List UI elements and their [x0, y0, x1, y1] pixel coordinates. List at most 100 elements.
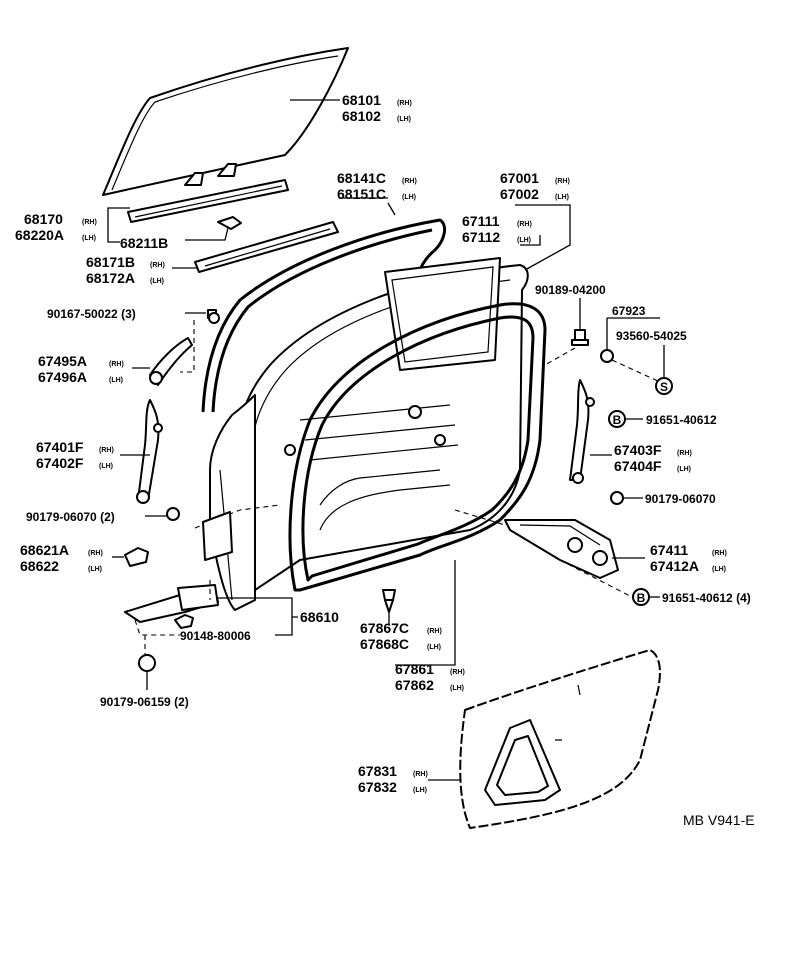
label-67111: 67111 (RH) 67112 (LH) — [462, 213, 532, 245]
cover-68621 — [124, 547, 149, 567]
window-frame-left — [136, 399, 163, 504]
label-67412a-number: 67412A — [650, 558, 699, 574]
service-hole-cover — [459, 649, 661, 829]
door-outer-skin — [209, 394, 256, 611]
label-67861-tag: (RH) — [450, 669, 465, 676]
label-67402f-number: 67402F — [36, 455, 84, 471]
label-90179-06159: 90179-06159 (2) — [100, 695, 189, 709]
label-67001-number: 67001 — [500, 170, 539, 186]
door-weatherstrip — [288, 302, 547, 592]
label-67867c-number: 67867C — [360, 620, 409, 636]
retainer-67867 — [382, 589, 396, 613]
label-90179-06070: 90179-06070 — [645, 492, 716, 506]
label-67112-number: 67112 — [462, 229, 500, 245]
label-67403f-number: 67403F — [614, 442, 662, 458]
label-68621a: 68621A (RH) 68622 (LH) — [20, 542, 103, 574]
label-67868c-tag: (LH) — [427, 644, 441, 651]
label-68151c-number: 68151C — [337, 186, 386, 202]
label-68621a-tag: (RH) — [88, 550, 103, 557]
label-68172a-number: 68172A — [86, 270, 135, 286]
label-67923: 67923 — [612, 304, 646, 318]
circle-b-marker-2: B — [632, 588, 650, 606]
label-67401f-tag: (RH) — [99, 447, 114, 454]
label-67831-tag: (RH) — [413, 771, 428, 778]
screw-90189 — [571, 329, 589, 346]
label-68170-number: 68170 — [24, 211, 63, 227]
label-91651-40612-4: 91651-40612 (4) — [662, 591, 751, 605]
label-90167-50022: 90167-50022 (3) — [47, 307, 136, 321]
label-67404f-number: 67404F — [614, 458, 662, 474]
glass-run — [201, 218, 447, 413]
label-67411-number: 67411 — [650, 542, 688, 558]
label-68101-number: 68101 — [342, 92, 381, 108]
label-67111-tag: (RH) — [517, 221, 532, 228]
label-67832-tag: (LH) — [413, 787, 427, 794]
circle-s-marker: S — [655, 377, 673, 395]
glass-channel — [127, 179, 289, 230]
label-68141c: 68141C (RH) 68151C (LH) — [337, 170, 417, 202]
label-67002-number: 67002 — [500, 186, 539, 202]
door-glass — [102, 47, 349, 196]
label-68622-tag: (LH) — [88, 566, 102, 573]
label-67495a-tag: (RH) — [109, 361, 124, 368]
label-68171b-tag: (RH) — [150, 262, 165, 269]
label-68102-tag: (LH) — [397, 116, 411, 123]
label-67404f-tag: (LH) — [677, 466, 691, 473]
nut-90179-left — [166, 507, 180, 521]
label-68141c-tag: (RH) — [402, 178, 417, 185]
label-90179-06070-2: 90179-06070 (2) — [26, 510, 115, 524]
label-68170-tag: (RH) — [82, 219, 97, 226]
door-panel — [235, 257, 529, 601]
label-68220a-number: 68220A — [15, 227, 64, 243]
label-67402f-tag: (LH) — [99, 463, 113, 470]
label-67495a: 67495A (RH) 67496A (LH) — [38, 353, 124, 385]
nut-90179-06159 — [138, 654, 156, 672]
label-67495a-number: 67495A — [38, 353, 87, 369]
label-68220a-tag: (LH) — [82, 235, 96, 242]
label-67496a-number: 67496A — [38, 369, 87, 385]
label-67832-number: 67832 — [358, 779, 397, 795]
label-68170: 68170 (RH) 68220A (LH) — [15, 211, 97, 243]
label-67111-number: 67111 — [462, 213, 500, 229]
label-67496a-tag: (LH) — [109, 377, 123, 384]
label-67831: 67831 (RH) 67832 (LH) — [358, 763, 428, 795]
outer-weatherstrip — [194, 221, 339, 273]
label-67412a-tag: (LH) — [712, 566, 726, 573]
label-68101-tag: (RH) — [397, 100, 412, 107]
label-68171b: 68171B (RH) 68172A (LH) — [86, 254, 165, 286]
label-67401f-number: 67401F — [36, 439, 84, 455]
label-90148-80006: 90148-80006 — [180, 629, 251, 643]
label-90189-04200: 90189-04200 — [535, 283, 606, 297]
label-68211b: 68211B — [120, 235, 168, 251]
label-67861: 67861 (RH) 67862 (LH) — [395, 661, 465, 693]
label-68621a-number: 68621A — [20, 542, 69, 558]
circle-s-label: S — [660, 380, 668, 394]
circle-b-label-1: B — [613, 413, 622, 427]
label-68102-number: 68102 — [342, 108, 381, 124]
clip-67923 — [600, 349, 614, 363]
door-check — [149, 337, 193, 386]
label-67862-number: 67862 — [395, 677, 434, 693]
label-67403f: 67403F (RH) 67404F (LH) — [614, 442, 692, 474]
label-68172a-tag: (LH) — [150, 278, 164, 285]
label-68101: 68101 (RH) 68102 (LH) — [342, 92, 412, 124]
nut-90179-right — [610, 491, 624, 505]
label-68171b-number: 68171B — [86, 254, 135, 270]
label-67001: 67001 (RH) 67002 (LH) — [500, 170, 570, 202]
diagram-reference-code: MB V941-E — [683, 812, 755, 828]
label-67831-number: 67831 — [358, 763, 397, 779]
label-67411: 67411 (RH) 67412A (LH) — [650, 542, 727, 574]
label-67001-tag: (RH) — [555, 178, 570, 185]
label-67112-tag: (LH) — [517, 237, 531, 244]
label-68610: 68610 — [300, 609, 339, 625]
window-frame-right — [569, 379, 595, 484]
label-67401f: 67401F (RH) 67402F (LH) — [36, 439, 114, 471]
label-91651-40612: 91651-40612 — [646, 413, 717, 427]
label-67867c: 67867C (RH) 67868C (LH) — [360, 620, 442, 652]
label-68151c-tag: (LH) — [402, 194, 416, 201]
label-68141c-number: 68141C — [337, 170, 386, 186]
label-67867c-tag: (RH) — [427, 628, 442, 635]
circle-b-label-2: B — [637, 591, 646, 605]
label-67403f-tag: (RH) — [677, 450, 692, 457]
